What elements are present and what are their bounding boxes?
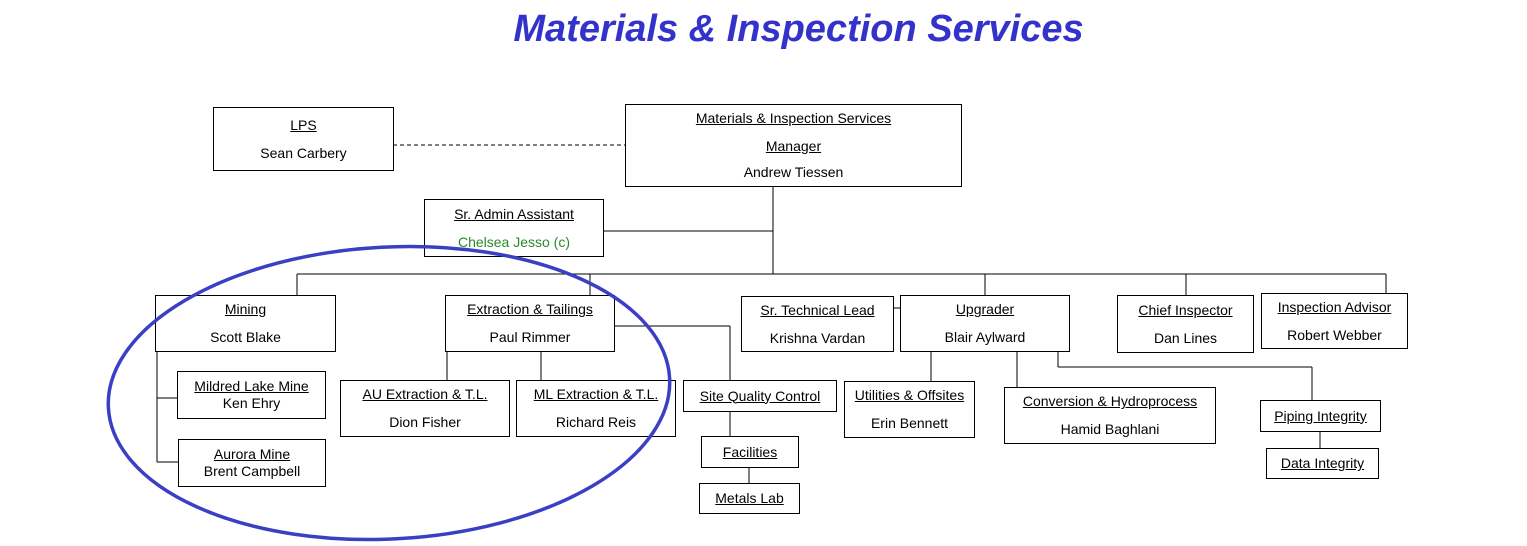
lps-title: LPS [290, 116, 317, 133]
metals-lab-box: Metals Lab [699, 483, 800, 514]
utilities-title: Utilities & Offsites [854, 387, 965, 404]
inspection-advisor-title: Inspection Advisor [1277, 298, 1392, 315]
upgrader-title: Upgrader [955, 301, 1015, 318]
aurora-box: Aurora Mine Brent Campbell [178, 439, 326, 487]
inspection-advisor-name: Robert Webber [1287, 326, 1382, 343]
ml-extraction-box: ML Extraction & T.L. Richard Reis [516, 380, 676, 437]
data-integrity-title: Data Integrity [1280, 455, 1365, 472]
tech-lead-box: Sr. Technical Lead Krishna Vardan [741, 296, 894, 352]
mining-name: Scott Blake [210, 329, 281, 345]
tech-lead-title: Sr. Technical Lead [760, 301, 875, 318]
facilities-box: Facilities [701, 436, 799, 468]
chief-inspector-title: Chief Inspector [1138, 301, 1233, 318]
mildred-lake-name: Ken Ehry [222, 395, 281, 411]
metals-lab-title: Metals Lab [715, 490, 784, 507]
admin-title: Sr. Admin Assistant [454, 205, 574, 222]
manager-box: Materials & Inspection Services Manager … [625, 104, 962, 187]
piping-integrity-box: Piping Integrity [1260, 400, 1381, 432]
mildred-lake-title: Mildred Lake Mine [194, 378, 309, 395]
extraction-name: Paul Rimmer [489, 329, 571, 345]
aurora-name: Brent Campbell [203, 463, 301, 479]
chief-inspector-name: Dan Lines [1153, 329, 1218, 346]
ml-extraction-title: ML Extraction & T.L. [533, 386, 659, 403]
extraction-box: Extraction & Tailings Paul Rimmer [445, 295, 615, 352]
lps-box: LPS Sean Carbery [213, 107, 394, 171]
chart-title: Materials & Inspection Services [513, 8, 1084, 50]
site-quality-box: Site Quality Control [683, 380, 837, 412]
aurora-title: Aurora Mine [213, 446, 291, 463]
conversion-box: Conversion & Hydroprocess Hamid Baghlani [1004, 387, 1216, 444]
manager-title: Materials & Inspection Services [695, 110, 892, 127]
data-integrity-box: Data Integrity [1266, 448, 1379, 479]
chief-inspector-box: Chief Inspector Dan Lines [1117, 295, 1254, 353]
extraction-title: Extraction & Tailings [467, 301, 593, 318]
mining-title: Mining [224, 301, 267, 318]
utilities-name: Erin Bennett [870, 415, 949, 431]
inspection-advisor-box: Inspection Advisor Robert Webber [1261, 293, 1408, 349]
mildred-lake-box: Mildred Lake Mine Ken Ehry [177, 371, 326, 419]
tech-lead-name: Krishna Vardan [769, 329, 866, 346]
upgrader-box: Upgrader Blair Aylward [900, 295, 1070, 352]
site-quality-title: Site Quality Control [699, 387, 821, 404]
manager-role: Manager [765, 138, 822, 155]
admin-name: Chelsea Jesso (c) [457, 233, 571, 250]
au-extraction-name: Dion Fisher [389, 414, 461, 430]
conversion-title: Conversion & Hydroprocess [1022, 393, 1198, 410]
mining-box: Mining Scott Blake [155, 295, 336, 352]
utilities-box: Utilities & Offsites Erin Bennett [844, 381, 975, 438]
conversion-name: Hamid Baghlani [1060, 421, 1160, 437]
manager-name: Andrew Tiessen [743, 163, 844, 180]
au-extraction-title: AU Extraction & T.L. [362, 386, 488, 403]
lps-name: Sean Carbery [260, 144, 347, 161]
piping-integrity-title: Piping Integrity [1274, 407, 1367, 424]
au-extraction-box: AU Extraction & T.L. Dion Fisher [340, 380, 510, 437]
upgrader-name: Blair Aylward [944, 329, 1026, 345]
ml-extraction-name: Richard Reis [555, 414, 637, 430]
facilities-title: Facilities [722, 443, 778, 460]
